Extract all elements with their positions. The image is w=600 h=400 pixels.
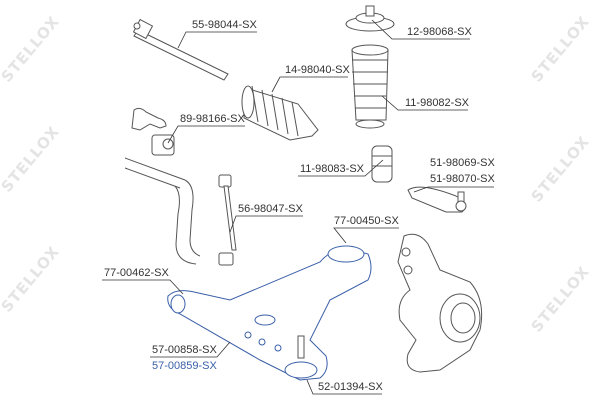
control-arm-part [167, 245, 372, 381]
label-stabilizer-bushing: 89-98166-SX [180, 113, 245, 125]
label-tie-rod-end-1: 51-98069-SX [430, 157, 495, 169]
stabilizer-bushing-part [131, 107, 175, 156]
label-strut-mount: 12-98068-SX [407, 26, 472, 38]
bump-stop-part [371, 145, 393, 183]
label-shock-boot: 11-98082-SX [405, 97, 470, 109]
label-steering-boot: 14-98040-SX [285, 64, 350, 76]
label-tie-rod-end-2: 51-98070-SX [430, 173, 495, 185]
tie-rod-end-part [407, 186, 467, 213]
label-bump-stop: 11-98083-SX [300, 163, 365, 175]
steering-boot-part [241, 85, 319, 141]
stabilizer-bar-part [124, 157, 201, 265]
tie-rod-part [132, 18, 229, 81]
label-ball-joint: 52-01394-SX [318, 381, 383, 393]
label-control-arm-2: 57-00859-SX [152, 360, 217, 372]
leader-lines [102, 19, 494, 395]
label-tie-rod: 55-98044-SX [192, 19, 257, 31]
label-control-arm-1: 57-00858-SX [152, 344, 217, 356]
label-front-arm-bushing: 77-00462-SX [104, 267, 169, 279]
label-stabilizer-link: 56-98047-SX [238, 203, 303, 215]
steering-knuckle-part [397, 233, 483, 373]
strut-mount-part [345, 5, 395, 32]
stabilizer-link-part [218, 174, 237, 266]
shock-boot-part [351, 44, 389, 129]
label-rear-arm-bushing: 77-00450-SX [334, 215, 399, 227]
